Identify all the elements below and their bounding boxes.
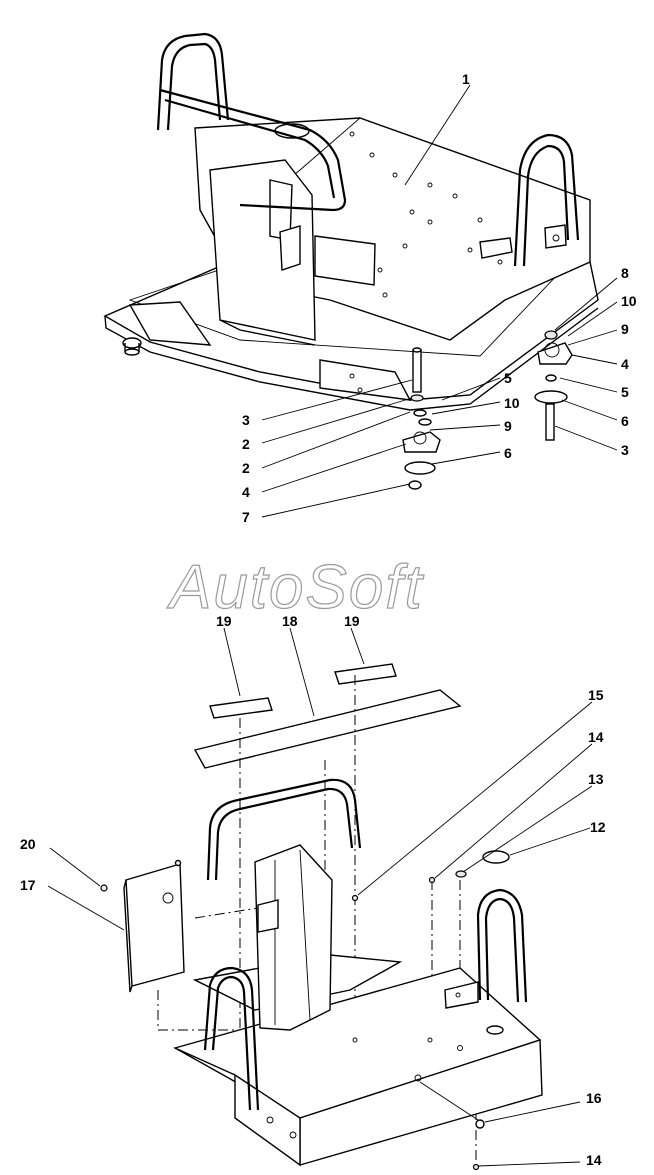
callout-10: 10 <box>621 293 637 309</box>
cap-12 <box>482 850 510 864</box>
plug-16 <box>475 1119 485 1129</box>
seat-plate <box>193 689 462 769</box>
right-mount-stack <box>534 330 573 441</box>
callout-19: 19 <box>216 613 232 629</box>
bolt-15 <box>351 894 359 902</box>
pad-left <box>209 697 273 719</box>
top-assembly: 1 8 10 9 4 5 6 3 5 10 9 6 3 2 2 4 7 <box>103 32 637 525</box>
callout-3: 3 <box>621 442 629 458</box>
callout-8: 8 <box>621 265 629 281</box>
rail-left-top <box>156 32 230 131</box>
callout-6: 6 <box>504 445 512 461</box>
rail-right <box>513 133 580 267</box>
callout-9: 9 <box>621 321 629 337</box>
pad-right <box>334 663 397 685</box>
callout-20: 20 <box>20 836 36 852</box>
callout-4: 4 <box>621 356 629 372</box>
watermark-text: AutoSoft <box>166 553 425 622</box>
bottom-leader-lines <box>47 627 593 1167</box>
left-hand-rail <box>203 966 260 1111</box>
callout-17: 17 <box>20 877 36 893</box>
callout-5: 5 <box>504 370 512 386</box>
deck-holes <box>349 131 503 298</box>
callout-15: 15 <box>588 687 604 703</box>
callout-1: 1 <box>462 71 470 87</box>
callout-5: 5 <box>621 384 629 400</box>
bottom-assembly: 19 18 19 15 14 13 12 20 17 16 14 <box>20 613 606 1171</box>
callout-14: 14 <box>586 1152 602 1168</box>
callout-2: 2 <box>242 460 250 476</box>
callout-6: 6 <box>621 413 629 429</box>
callout-7: 7 <box>242 509 250 525</box>
callout-19: 19 <box>344 613 360 629</box>
grommet-13 <box>455 870 467 878</box>
bolt-14 <box>428 876 436 884</box>
callout-2: 2 <box>242 436 250 452</box>
callout-12: 12 <box>590 819 606 835</box>
seat-roll-bar <box>206 778 362 881</box>
bolt-20 <box>100 884 108 892</box>
callout-13: 13 <box>588 771 604 787</box>
callout-10: 10 <box>504 395 520 411</box>
callout-16: 16 <box>586 1090 602 1106</box>
callout-18: 18 <box>282 613 298 629</box>
seat-back-cover <box>125 863 185 987</box>
callout-4: 4 <box>242 484 250 500</box>
top-leader-lines <box>261 84 618 518</box>
steering-column <box>254 844 333 1031</box>
callout-9: 9 <box>504 418 512 434</box>
left-mount-stack <box>402 347 441 490</box>
callout-3: 3 <box>242 412 250 428</box>
callout-14: 14 <box>588 729 604 745</box>
bolt-14b <box>472 1163 480 1171</box>
right-hand-rail <box>476 888 528 1003</box>
